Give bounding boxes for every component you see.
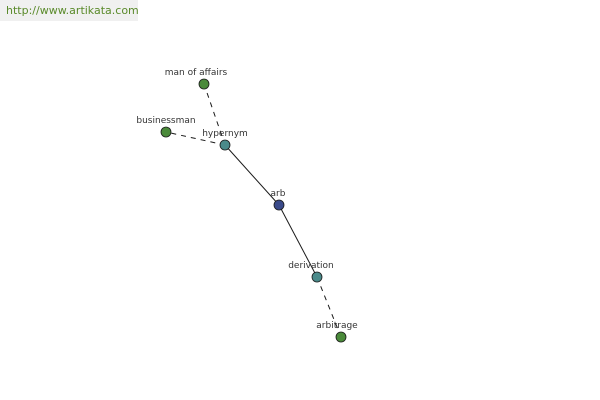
node-businessman[interactable]: businessman — [136, 116, 196, 138]
edge-hypernym-to-businessman — [165, 131, 226, 146]
node-label-arbitrage: arbitrage — [316, 321, 358, 331]
node-circle-man-of-affairs[interactable] — [198, 78, 210, 90]
node-circle-arbitrage[interactable] — [335, 331, 347, 343]
edge-arb-to-hypernym — [224, 144, 280, 206]
node-man-of-affairs[interactable]: man of affairs — [165, 68, 228, 90]
node-arbitrage[interactable]: arbitrage — [316, 321, 358, 343]
source-url-banner[interactable]: http://www.artikata.com — [0, 0, 139, 21]
node-circle-hypernym[interactable] — [219, 139, 231, 151]
node-arb[interactable]: arb — [271, 189, 286, 211]
edge-arb-to-derivation — [278, 204, 318, 278]
edge-hypernym-to-man-of-affairs — [203, 83, 226, 146]
node-circle-businessman[interactable] — [160, 126, 172, 138]
graph-nodes: man of affairs businessman hypernym arb deri… — [136, 68, 358, 343]
node-label-man-of-affairs: man of affairs — [165, 68, 228, 78]
node-label-businessman: businessman — [136, 116, 195, 126]
graph-edges — [165, 83, 342, 338]
node-label-hypernym: hypernym — [202, 129, 248, 139]
node-hypernym[interactable]: hypernym — [202, 129, 248, 151]
node-circle-arb[interactable] — [273, 199, 285, 211]
node-circle-derivation[interactable] — [311, 271, 323, 283]
node-label-derivation: derivation — [288, 261, 334, 271]
node-derivation[interactable]: derivation — [288, 261, 334, 283]
node-label-arb: arb — [271, 189, 286, 199]
edge-derivation-to-arbitrage — [316, 276, 342, 338]
